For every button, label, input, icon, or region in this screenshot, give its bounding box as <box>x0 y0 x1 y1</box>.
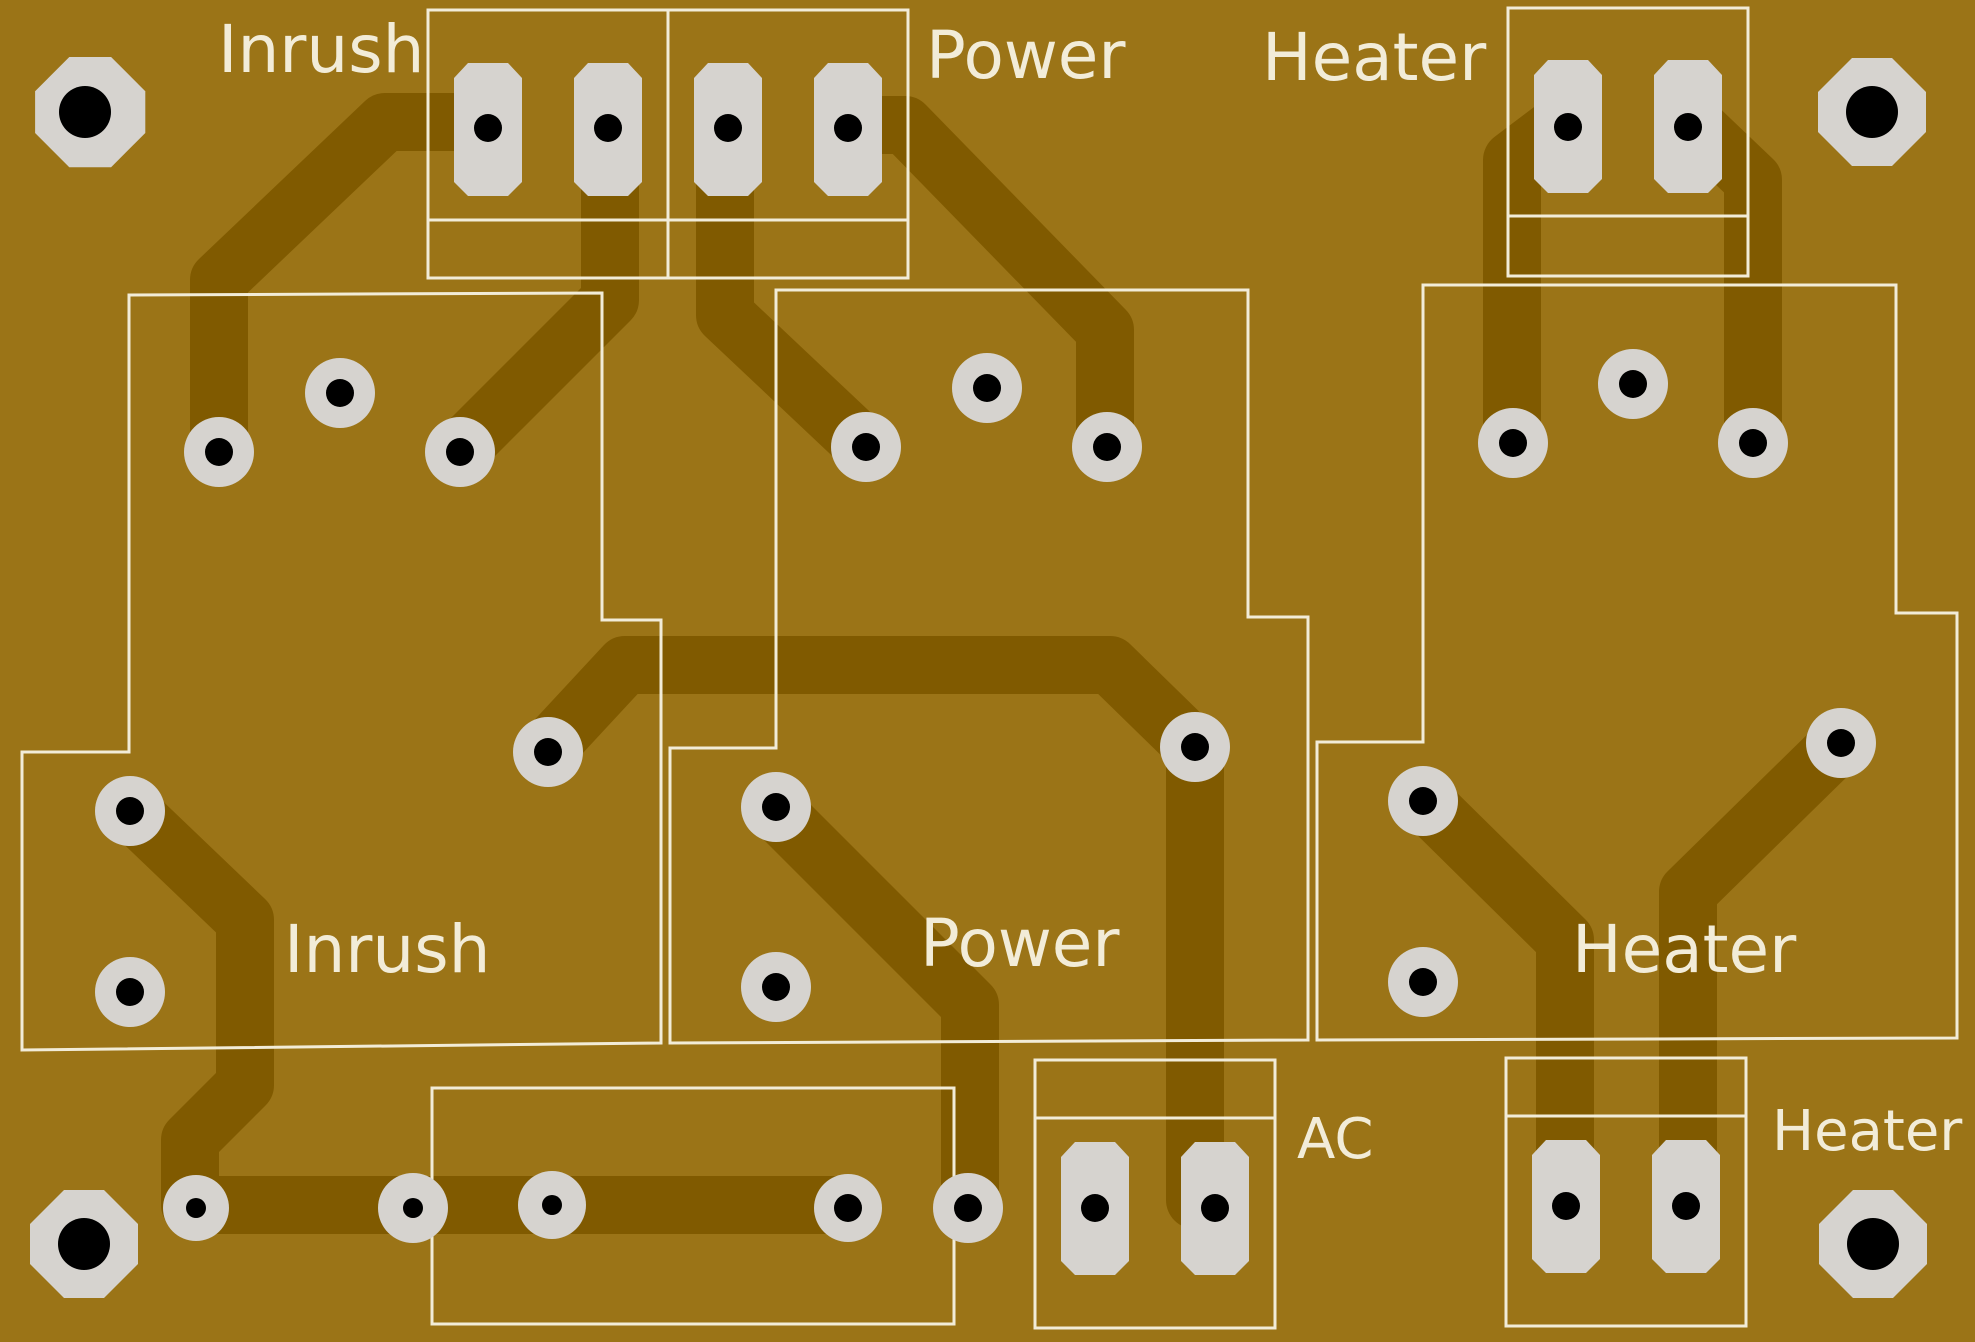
pad-bottom-1 <box>163 1175 229 1241</box>
pad-bottom-2 <box>378 1173 448 1243</box>
pad-inrush-relay-c <box>425 417 495 487</box>
pad-inrush-relay-f <box>95 957 165 1027</box>
pad-inrush-relay-b <box>305 358 375 428</box>
mounting-hole-top-left <box>35 57 146 168</box>
label-power-top: Power <box>926 17 1126 94</box>
connector-outline-heater-bottom <box>1504 1056 1748 1328</box>
pad-power-relay-b <box>952 353 1022 423</box>
silkscreen-labels: Inrush Power Heater Inrush Power Heater … <box>218 11 1963 1172</box>
relay-outline-inrush <box>20 291 663 1052</box>
pad-inrush-relay-d <box>513 717 583 787</box>
pad-power-relay-a <box>831 412 901 482</box>
mounting-hole-bottom-left <box>30 1190 138 1298</box>
pad-heater-bottom-2 <box>1652 1140 1720 1273</box>
bottom-row-pads <box>163 1171 1003 1243</box>
pad-power-relay-c <box>1072 412 1142 482</box>
pad-bottom-5 <box>933 1173 1003 1243</box>
connector-outline-power-top <box>666 8 910 280</box>
pad-heater-top-2 <box>1654 60 1722 193</box>
pad-power-relay-d <box>1160 712 1230 782</box>
relay-pads <box>95 349 1876 1027</box>
pad-heater-bottom-1 <box>1532 1140 1600 1273</box>
pad-power-relay-f <box>741 952 811 1022</box>
pad-heater-relay-e <box>1388 766 1458 836</box>
pad-power-1 <box>694 63 762 196</box>
mounting-hole-top-right <box>1818 58 1926 166</box>
mounting-holes <box>30 57 1927 1298</box>
pad-power-2 <box>814 63 882 196</box>
pad-bottom-4 <box>814 1174 882 1242</box>
pad-inrush-2 <box>574 63 642 196</box>
pad-ac-2 <box>1181 1142 1249 1275</box>
label-power-relay: Power <box>920 905 1120 982</box>
label-heater-bottom: Heater <box>1772 1099 1963 1164</box>
label-inrush-top: Inrush <box>218 11 424 88</box>
pad-heater-relay-d <box>1806 708 1876 778</box>
relay-outline-heater <box>1315 283 1959 1042</box>
pad-heater-relay-a <box>1478 408 1548 478</box>
label-ac: AC <box>1297 1107 1373 1172</box>
pad-heater-relay-b <box>1598 349 1668 419</box>
connector-outline-ac <box>1033 1058 1277 1330</box>
pad-heater-relay-f <box>1388 947 1458 1017</box>
label-heater-relay: Heater <box>1572 911 1797 988</box>
pad-bottom-3 <box>518 1171 586 1239</box>
label-inrush-relay: Inrush <box>284 911 490 988</box>
label-heater-top: Heater <box>1262 19 1487 96</box>
pad-inrush-relay-e <box>95 776 165 846</box>
pad-heater-relay-c <box>1718 408 1788 478</box>
connector-outline-heater-top <box>1506 6 1750 278</box>
connector-pads <box>454 60 1722 1275</box>
pad-heater-top-1 <box>1534 60 1602 193</box>
pad-power-relay-e <box>741 772 811 842</box>
mounting-hole-bottom-right <box>1819 1190 1927 1298</box>
pad-inrush-relay-a <box>184 417 254 487</box>
pad-ac-1 <box>1061 1142 1129 1275</box>
pad-inrush-1 <box>454 63 522 196</box>
relay-outline-power <box>668 288 1310 1045</box>
